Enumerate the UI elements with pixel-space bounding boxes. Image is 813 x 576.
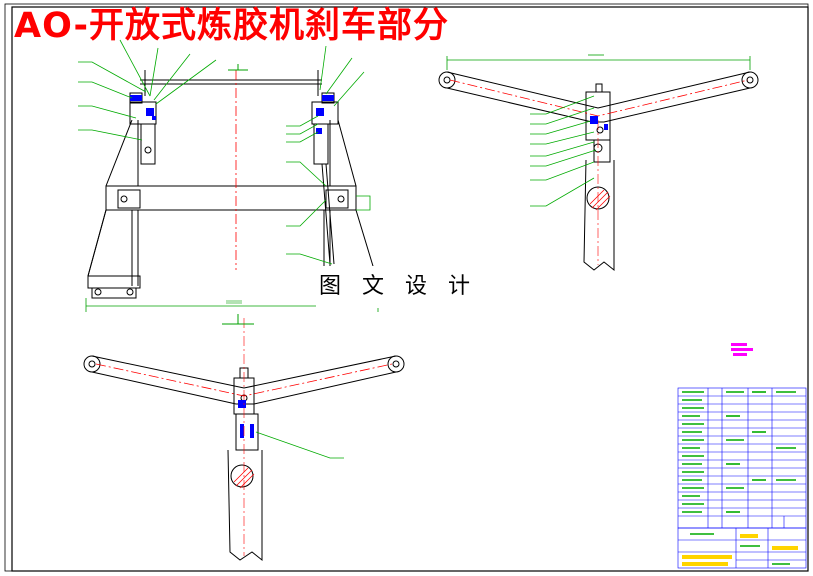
title-block bbox=[677, 516, 807, 569]
inner-border bbox=[11, 6, 809, 572]
section-marker-top bbox=[228, 64, 248, 71]
title-block-entries bbox=[682, 534, 798, 566]
top-right-dimension bbox=[446, 54, 751, 70]
top-right-view bbox=[438, 71, 759, 272]
front-view-blocks bbox=[130, 95, 334, 134]
top-right-leaders bbox=[530, 95, 597, 207]
parts-list-table bbox=[677, 387, 807, 529]
bottom-leader bbox=[255, 431, 344, 459]
top-right-view-hatch bbox=[589, 189, 611, 211]
front-view bbox=[87, 70, 377, 299]
parts-list-entries bbox=[682, 391, 796, 513]
magenta-stamp bbox=[731, 343, 753, 356]
bottom-view-hatch bbox=[233, 467, 255, 489]
drawing-title: AO-开放式炼胶机刹车部分 bbox=[14, 6, 450, 46]
top-right-blocks bbox=[590, 116, 608, 130]
top-right-centerline bbox=[449, 79, 749, 117]
bottom-view-blocks bbox=[238, 400, 254, 438]
watermark-label: 图 文 设 计 bbox=[316, 266, 480, 308]
front-view-leaders bbox=[78, 39, 371, 265]
title-block-marks bbox=[690, 533, 790, 565]
bottom-section-marker bbox=[222, 314, 254, 325]
front-view-dimension-text bbox=[226, 300, 242, 304]
